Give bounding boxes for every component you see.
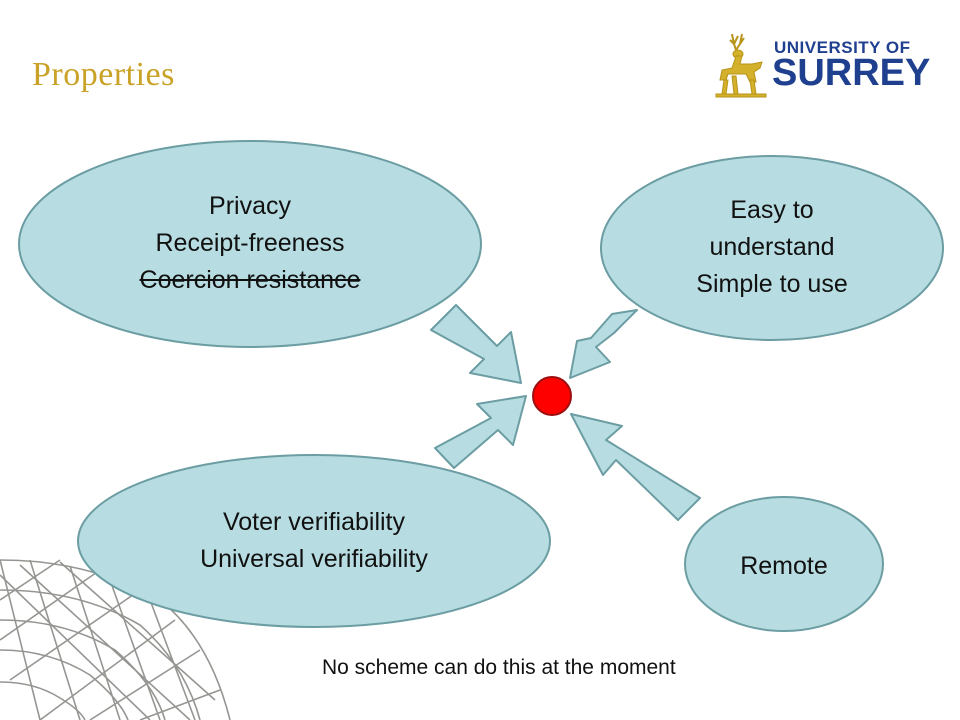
remote-node-text: Remote	[704, 548, 864, 585]
usability-line-2: understand	[709, 233, 835, 261]
verifiability-node	[77, 454, 551, 628]
footnote: No scheme can do this at the moment	[322, 656, 676, 679]
remote-line-1: Remote	[740, 552, 828, 580]
verifiability-line-2: Universal verifiability	[200, 545, 428, 573]
privacy-line-3-struck: Coercion resistance	[139, 266, 361, 294]
arrow-privacy-to-center	[430, 304, 522, 384]
arrow-verifiability-to-center	[434, 395, 527, 469]
logo-line-1: UNIVERSITY OF	[774, 38, 911, 57]
usability-line-3: Simple to use	[696, 270, 848, 298]
stag-icon	[715, 33, 767, 98]
arrow-remote-to-center	[570, 413, 701, 521]
verifiability-node-text: Voter verifiability Universal verifiabil…	[124, 504, 504, 578]
usability-line-1: Easy to	[730, 196, 814, 224]
logo-line-2: SURREY	[772, 52, 931, 94]
privacy-node	[18, 140, 482, 348]
arrow-usability-to-center	[569, 309, 638, 379]
target-dot	[532, 376, 572, 416]
remote-node	[684, 496, 884, 632]
privacy-line-1: Privacy	[209, 192, 291, 220]
privacy-node-text: Privacy Receipt-freeness Coercion resist…	[80, 188, 420, 299]
slide-title: Properties	[32, 56, 175, 93]
university-logo: UNIVERSITY OF SURREY	[712, 30, 932, 100]
usability-node	[600, 155, 944, 341]
verifiability-line-1: Voter verifiability	[222, 508, 406, 536]
usability-node-text: Easy to understand Simple to use	[632, 192, 912, 303]
geodesic-dome-image	[0, 559, 231, 720]
privacy-line-2: Receipt-freeness	[155, 229, 345, 257]
